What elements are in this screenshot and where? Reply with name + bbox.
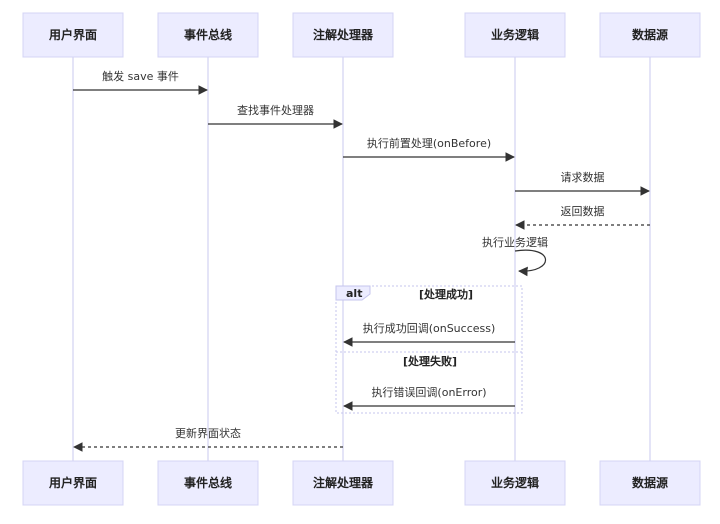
message-9: 更新界面状态 (73, 426, 343, 452)
actor-label: 注解处理器 (313, 475, 374, 490)
actor-box (157, 460, 259, 506)
actor-label: 用户界面 (48, 27, 97, 42)
message-2: 查找事件处理器 (208, 103, 343, 129)
actor-annotation-processor-bottom: 注解处理器 (292, 460, 394, 506)
lifelines (72, 57, 651, 461)
alt-condition-failure: [处理失败] (403, 354, 457, 368)
actor-box (22, 460, 124, 506)
alt-label-box (335, 285, 371, 301)
message-6: 执行业务逻辑 (482, 235, 548, 277)
alt-frame (335, 285, 523, 414)
message-label: 执行错误回调(onError) (371, 385, 486, 399)
message-label: 请求数据 (561, 170, 605, 184)
message-label: 执行前置处理(onBefore) (367, 136, 491, 150)
actor-event-bus-bottom: 事件总线 (157, 460, 259, 506)
actor-user-interface-bottom: 用户界面 (22, 460, 124, 506)
message-label: 更新界面状态 (175, 426, 241, 440)
message-1: 触发 save 事件 (73, 69, 208, 95)
message-7: 执行成功回调(onSuccess) (343, 321, 515, 347)
actor-label: 注解处理器 (313, 27, 374, 42)
message-label: 触发 save 事件 (102, 69, 179, 83)
actor-business-logic-bottom: 业务逻辑 (464, 460, 566, 506)
actor-label: 用户界面 (48, 475, 97, 490)
message-label: 查找事件处理器 (237, 103, 314, 117)
message-label: 执行业务逻辑 (482, 235, 548, 249)
actor-box (292, 460, 394, 506)
actor-data-source-bottom: 数据源 (599, 460, 701, 506)
actor-business-logic-top: 业务逻辑 (464, 12, 566, 58)
actor-label: 业务逻辑 (491, 475, 539, 490)
message-label: 返回数据 (561, 204, 605, 218)
actor-box (22, 12, 124, 58)
actor-box (292, 12, 394, 58)
actor-event-bus-top: 事件总线 (157, 12, 259, 58)
actor-label: 事件总线 (184, 475, 232, 490)
actor-label: 数据源 (632, 27, 668, 42)
alt-label: alt (346, 287, 362, 300)
actor-box (464, 460, 566, 506)
message-3: 执行前置处理(onBefore) (343, 136, 515, 162)
message-4: 请求数据 (515, 170, 650, 196)
actor-box (157, 12, 259, 58)
actors-top: 用户界面 事件总线 注解处理器 业务逻辑 数据源 (22, 12, 701, 58)
actor-annotation-processor-top: 注解处理器 (292, 12, 394, 58)
message-label: 执行成功回调(onSuccess) (363, 321, 496, 335)
actor-box (599, 460, 701, 506)
message-5: 返回数据 (515, 204, 650, 230)
actor-box (599, 12, 701, 58)
message-arrow (514, 249, 546, 277)
actor-data-source-top: 数据源 (599, 12, 701, 58)
alt-condition-success: [处理成功] (419, 287, 473, 301)
actor-label: 事件总线 (184, 27, 232, 42)
actor-user-interface-top: 用户界面 (22, 12, 124, 58)
actors-bottom: 用户界面 事件总线 注解处理器 业务逻辑 数据源 (22, 460, 701, 506)
message-8: 执行错误回调(onError) (343, 385, 515, 411)
actor-label: 业务逻辑 (491, 27, 539, 42)
actor-box (464, 12, 566, 58)
actor-label: 数据源 (632, 475, 668, 490)
alt-block: alt [处理成功] [处理失败] (335, 285, 523, 414)
